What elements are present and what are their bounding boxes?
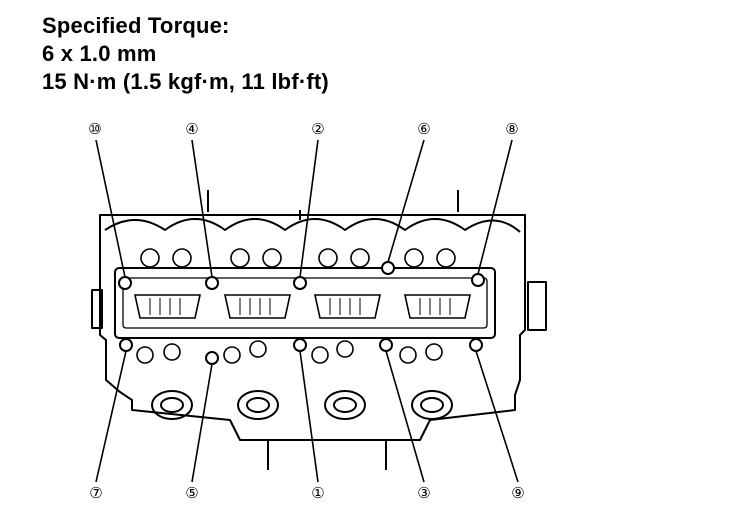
port-1: [134, 294, 201, 319]
bolt-2: [293, 276, 307, 290]
bolt-9: [469, 338, 483, 352]
callout-5: ⑤: [185, 484, 198, 502]
spec-bolt-size: 6 x 1.0 mm: [42, 41, 157, 66]
callout-6: ⑥: [417, 120, 430, 138]
valve-cover-rail: [114, 267, 496, 339]
bolt-3: [379, 338, 393, 352]
port-4: [404, 294, 471, 319]
left-bracket: [91, 289, 103, 329]
callout-7: ⑦: [89, 484, 102, 502]
bolt-5: [205, 351, 219, 365]
bolt-1: [293, 338, 307, 352]
bolt-8: [471, 273, 485, 287]
callout-1: ①: [311, 484, 324, 502]
port-2: [224, 294, 291, 319]
head-outline: [99, 214, 526, 441]
bolt-4: [205, 276, 219, 290]
spec-torque-value: 15 N·m (1.5 kgf·m, 11 lbf·ft): [42, 69, 329, 94]
bolt-6: [381, 261, 395, 275]
right-bracket: [527, 281, 547, 331]
spec-title: Specified Torque:: [42, 13, 230, 38]
bolt-7: [119, 338, 133, 352]
torque-spec: Specified Torque: 6 x 1.0 mm 15 N·m (1.5…: [42, 12, 329, 96]
bolt-10: [118, 276, 132, 290]
callout-10: ⑩: [88, 120, 101, 138]
callout-4: ④: [185, 120, 198, 138]
top-cam-lobes: [104, 218, 521, 233]
callout-9: ⑨: [511, 484, 524, 502]
callout-8: ⑧: [505, 120, 518, 138]
callout-2: ②: [311, 120, 324, 138]
port-3: [314, 294, 381, 319]
callout-3: ③: [417, 484, 430, 502]
valve-cover-inner: [122, 277, 488, 329]
